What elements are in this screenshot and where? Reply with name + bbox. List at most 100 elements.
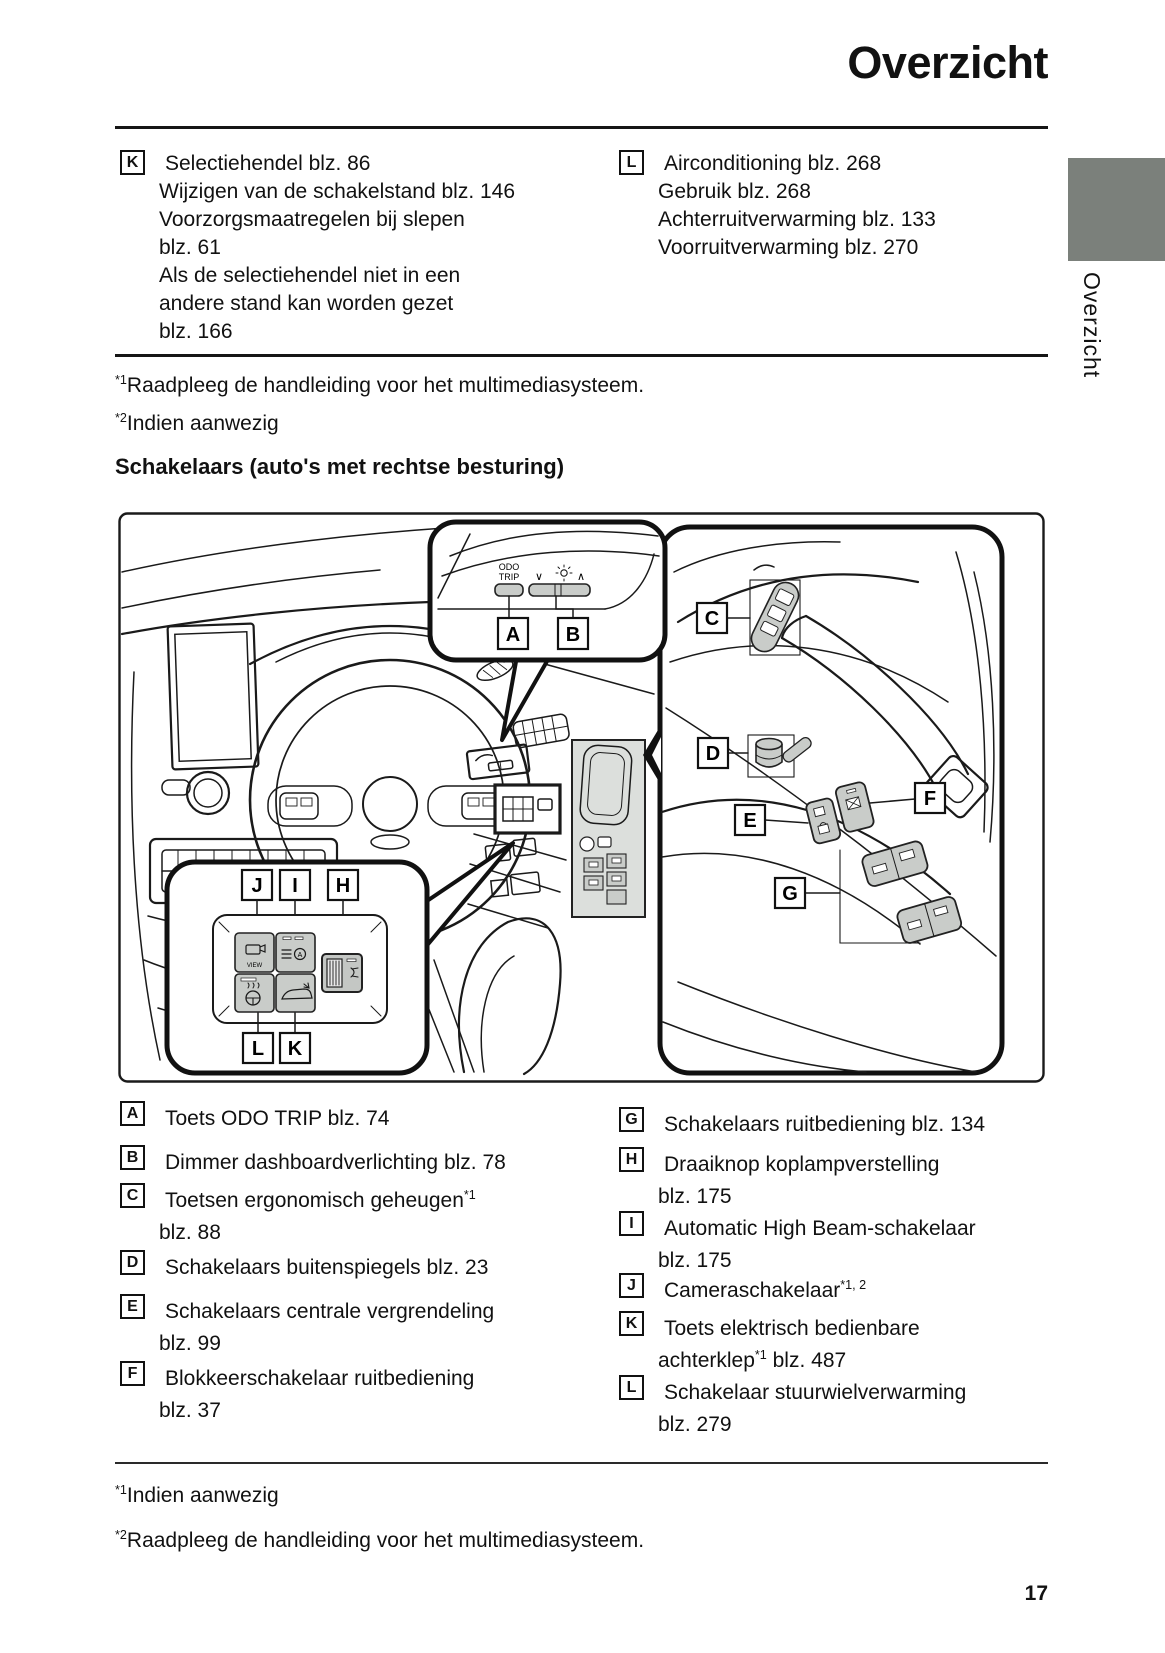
mirror-control-knob bbox=[747, 734, 812, 778]
label-box-k: K bbox=[278, 1031, 312, 1065]
letter-box-g: G bbox=[619, 1107, 644, 1132]
legend-item-h: H Draaiknop koplampverstelling blz. 175 bbox=[619, 1146, 939, 1210]
window-switches bbox=[839, 840, 963, 944]
legend-sup: *1, 2 bbox=[840, 1278, 867, 1292]
dashboard-diagram-svg: .ln{fill:none;stroke:#1a1a1a;stroke-widt… bbox=[118, 512, 1045, 1083]
divider-top bbox=[115, 126, 1048, 129]
letter-box-d: D bbox=[120, 1250, 145, 1275]
door-panel-callout: C D E F G bbox=[643, 524, 1005, 1076]
up-chevron-icon: ∧ bbox=[577, 571, 585, 583]
divider-bottom bbox=[115, 1462, 1048, 1464]
letter-box-b: B bbox=[120, 1145, 145, 1170]
legend-sup: *1 bbox=[463, 1188, 476, 1202]
legend-item-a: A Toets ODO TRIP blz. 74 bbox=[120, 1100, 389, 1132]
odo-trip-button bbox=[494, 583, 524, 597]
page-title: Overzicht bbox=[847, 37, 1048, 88]
label-j: J bbox=[251, 875, 262, 897]
dash-switch-callout: J I H VIEW bbox=[164, 841, 515, 1076]
legend-text: blz. 175 bbox=[658, 1249, 732, 1272]
chapter-side-label: Overzicht bbox=[1079, 272, 1105, 379]
item-text: Wijzigen van de schakelstand blz. 146 bbox=[159, 180, 516, 203]
trip-label: TRIP bbox=[499, 572, 520, 582]
footnote-text: Raadpleeg de handleiding voor het multim… bbox=[126, 374, 645, 397]
legend-text: blz. 37 bbox=[159, 1399, 221, 1422]
item-text: blz. 166 bbox=[159, 320, 233, 343]
auto-high-beam-button: A bbox=[275, 932, 316, 973]
legend-text: Dimmer dashboardverlichting blz. 78 bbox=[165, 1151, 506, 1174]
letter-box-k: K bbox=[120, 150, 145, 175]
footnote-text: Indien aanwezig bbox=[126, 1484, 279, 1507]
letter-box-e: E bbox=[120, 1294, 145, 1319]
label-box-d: D bbox=[696, 736, 730, 770]
label-box-c: C bbox=[695, 601, 729, 635]
footnote: *1Indien aanwezig bbox=[115, 1483, 279, 1508]
letter-box-a: A bbox=[120, 1101, 145, 1126]
letter-box-c: C bbox=[120, 1183, 145, 1208]
legend-text: blz. 99 bbox=[159, 1332, 221, 1355]
footnote-text: Raadpleeg de handleiding voor het multim… bbox=[126, 1529, 645, 1552]
item-text: Voorruitverwarming blz. 270 bbox=[658, 236, 919, 259]
letter-box-f: F bbox=[120, 1361, 145, 1386]
legend-text: Cameraschakelaar bbox=[664, 1279, 841, 1302]
label-i: I bbox=[292, 875, 298, 897]
dashboard-diagram: .ln{fill:none;stroke:#1a1a1a;stroke-widt… bbox=[118, 512, 1045, 1083]
item-text: Voorzorgsmaatregelen bij slepen bbox=[159, 208, 465, 231]
dimmer-button bbox=[528, 583, 591, 597]
legend-sup: *1 bbox=[754, 1348, 767, 1362]
divider-mid bbox=[115, 354, 1048, 357]
defroster-vent bbox=[476, 658, 514, 682]
label-f: F bbox=[924, 788, 936, 810]
label-box-j: J bbox=[240, 868, 274, 902]
legend-item-g: G Schakelaars ruitbediening blz. 134 bbox=[619, 1106, 985, 1138]
label-box-b: B bbox=[556, 616, 590, 651]
legend-text: blz. 88 bbox=[159, 1221, 221, 1244]
legend-text: achterklep bbox=[658, 1349, 755, 1372]
section-heading: Schakelaars (auto's met rechtse besturin… bbox=[115, 454, 565, 479]
chapter-tab bbox=[1068, 158, 1165, 261]
view-label: VIEW bbox=[247, 963, 263, 969]
footnote: *2Raadpleeg de handleiding voor het mult… bbox=[115, 1528, 644, 1553]
tailgate-button bbox=[275, 973, 316, 1013]
item-text: Achterruitverwarming blz. 133 bbox=[658, 208, 936, 231]
legend-text: Draaiknop koplampverstelling bbox=[664, 1153, 940, 1176]
label-k: K bbox=[288, 1038, 303, 1060]
legend-item-b: B Dimmer dashboardverlichting blz. 78 bbox=[120, 1144, 506, 1176]
camera-view-button: VIEW bbox=[234, 932, 275, 973]
label-box-a: A bbox=[496, 616, 530, 651]
label-d: D bbox=[706, 743, 720, 765]
legend-text: blz. 487 bbox=[766, 1349, 847, 1372]
legend-text: Schakelaars ruitbediening blz. 134 bbox=[664, 1113, 986, 1136]
footnote-marker: *1 bbox=[115, 373, 127, 387]
footnote-text: Indien aanwezig bbox=[126, 412, 279, 435]
item-text: blz. 61 bbox=[159, 236, 221, 259]
item-text: Als de selectiehendel niet in een bbox=[159, 264, 461, 287]
label-c: C bbox=[705, 608, 719, 630]
label-b: B bbox=[566, 624, 580, 646]
letter-box-l2: L bbox=[619, 1375, 644, 1400]
item-text: Gebruik blz. 268 bbox=[658, 180, 811, 203]
legend-text: blz. 175 bbox=[658, 1185, 732, 1208]
footnote-marker: *2 bbox=[115, 1528, 127, 1542]
label-box-h: H bbox=[326, 868, 360, 902]
legend-text: Automatic High Beam-schakelaar bbox=[664, 1217, 976, 1240]
label-box-g: G bbox=[773, 876, 807, 910]
console-parts bbox=[417, 743, 567, 1076]
odo-trip-callout: ODO TRIP ∨ ∧ A B bbox=[427, 519, 668, 742]
headlamp-leveling-dial bbox=[321, 953, 363, 993]
legend-text: Toets ODO TRIP blz. 74 bbox=[165, 1107, 390, 1130]
legend-item-c: C Toetsen ergonomisch geheugen*1 blz. 88 bbox=[120, 1182, 476, 1246]
infotainment-screen bbox=[166, 622, 260, 771]
legend-text: blz. 279 bbox=[658, 1413, 732, 1436]
legend-text: Toetsen ergonomisch geheugen bbox=[165, 1189, 464, 1212]
label-box-e: E bbox=[733, 803, 767, 837]
label-box-l: L bbox=[241, 1031, 275, 1065]
letter-box-h: H bbox=[619, 1147, 644, 1172]
